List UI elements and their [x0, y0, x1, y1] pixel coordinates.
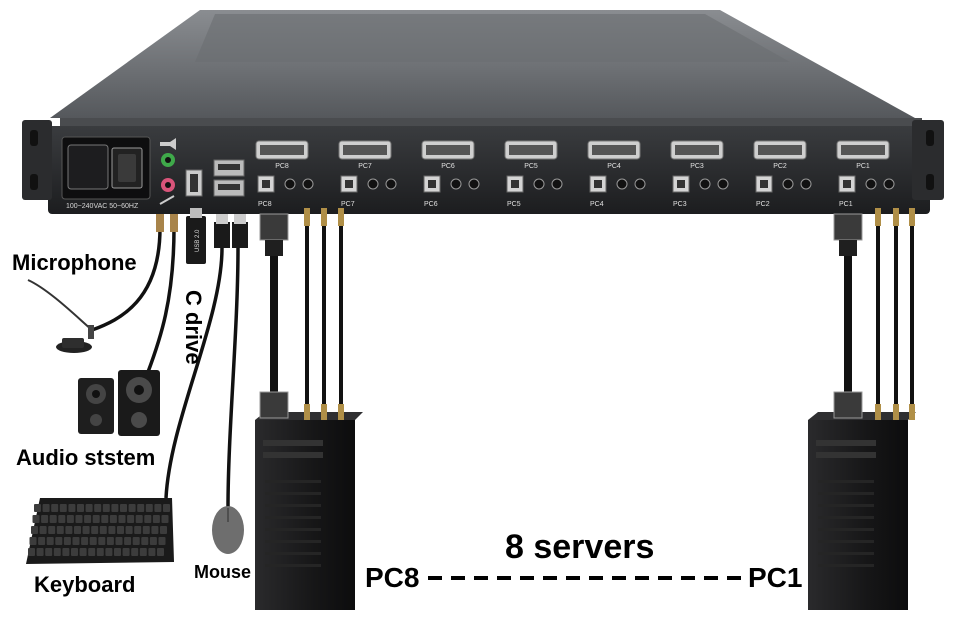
audio-cable: [146, 227, 176, 373]
microphone-icon: [159, 195, 175, 205]
power-inlet: [67, 144, 109, 190]
microphone-cable: [91, 227, 162, 332]
keyboard-label: Keyboard: [34, 572, 136, 597]
left-server-label: PC8: [365, 562, 420, 593]
port-label-small: PC1: [839, 201, 853, 208]
audio-jack: [302, 178, 314, 190]
port-label: PC8: [275, 163, 289, 170]
audio-jack: [717, 178, 729, 190]
mouse-cable: [226, 247, 240, 509]
keyboard-cable: [164, 247, 224, 499]
audio-jack: [468, 178, 480, 190]
port-label-small: PC3: [673, 201, 687, 208]
port-label: PC6: [441, 163, 455, 170]
port-label: PC7: [358, 163, 372, 170]
port-label-small: PC4: [590, 201, 604, 208]
console-plugs: [156, 214, 248, 248]
port-label: PC2: [773, 163, 787, 170]
microphone-label: Microphone: [12, 250, 137, 275]
speakers-device: [78, 370, 160, 436]
console-audio-jacks: [159, 138, 176, 205]
tower-body: [255, 420, 355, 610]
usb-stick: USB 2.0: [186, 208, 206, 264]
server-tower-pc8: [255, 208, 363, 610]
microphone-device: [27, 279, 94, 353]
audio-jack: [385, 178, 397, 190]
mic-jack: [450, 178, 462, 190]
mic-jack: [699, 178, 711, 190]
pc-port-groups: PC8PC8PC7PC7PC6PC6PC5PC5PC4PC4PC3PC3PC2P…: [255, 140, 895, 208]
mic-jack: [865, 178, 877, 190]
port-label-small: PC2: [756, 201, 770, 208]
port-label-small: PC6: [424, 201, 438, 208]
server-tower-pc1: [808, 208, 916, 610]
audio-jack: [634, 178, 646, 190]
rack-ear-right: [912, 120, 944, 200]
tower-body: [808, 420, 908, 610]
mic-jack: [284, 178, 296, 190]
console-usb-ports: [185, 159, 245, 197]
audio-jack: [551, 178, 563, 190]
console-cables: [91, 227, 240, 509]
right-server-label: PC1: [748, 562, 803, 593]
mic-jack: [782, 178, 794, 190]
mouse-label: Mouse: [194, 562, 252, 582]
mic-jack: [616, 178, 628, 190]
power-module: 100~240VAC 50~60HZ: [61, 136, 151, 210]
mic-jack: [367, 178, 379, 190]
port-label-small: PC7: [341, 201, 355, 208]
servers-count-label: 8 servers: [505, 528, 655, 566]
mouse-device: [212, 506, 244, 554]
keyboard-device: [26, 498, 174, 564]
svg-text:USB 2.0: USB 2.0: [195, 229, 201, 252]
port-label: PC1: [856, 163, 870, 170]
port-label-small: PC5: [507, 201, 521, 208]
audio-jack: [800, 178, 812, 190]
port-label: PC4: [607, 163, 621, 170]
power-rating-text: 100~240VAC 50~60HZ: [66, 203, 139, 210]
port-label: PC5: [524, 163, 538, 170]
audio-jack: [883, 178, 895, 190]
c-drive-label: C drive: [181, 290, 206, 365]
mic-jack: [533, 178, 545, 190]
audio-system-label: Audio ststem: [16, 445, 156, 470]
port-label: PC3: [690, 163, 704, 170]
port-label-small: PC8: [258, 201, 272, 208]
speaker-icon: [160, 138, 176, 150]
rack-ear-left: [22, 120, 52, 200]
